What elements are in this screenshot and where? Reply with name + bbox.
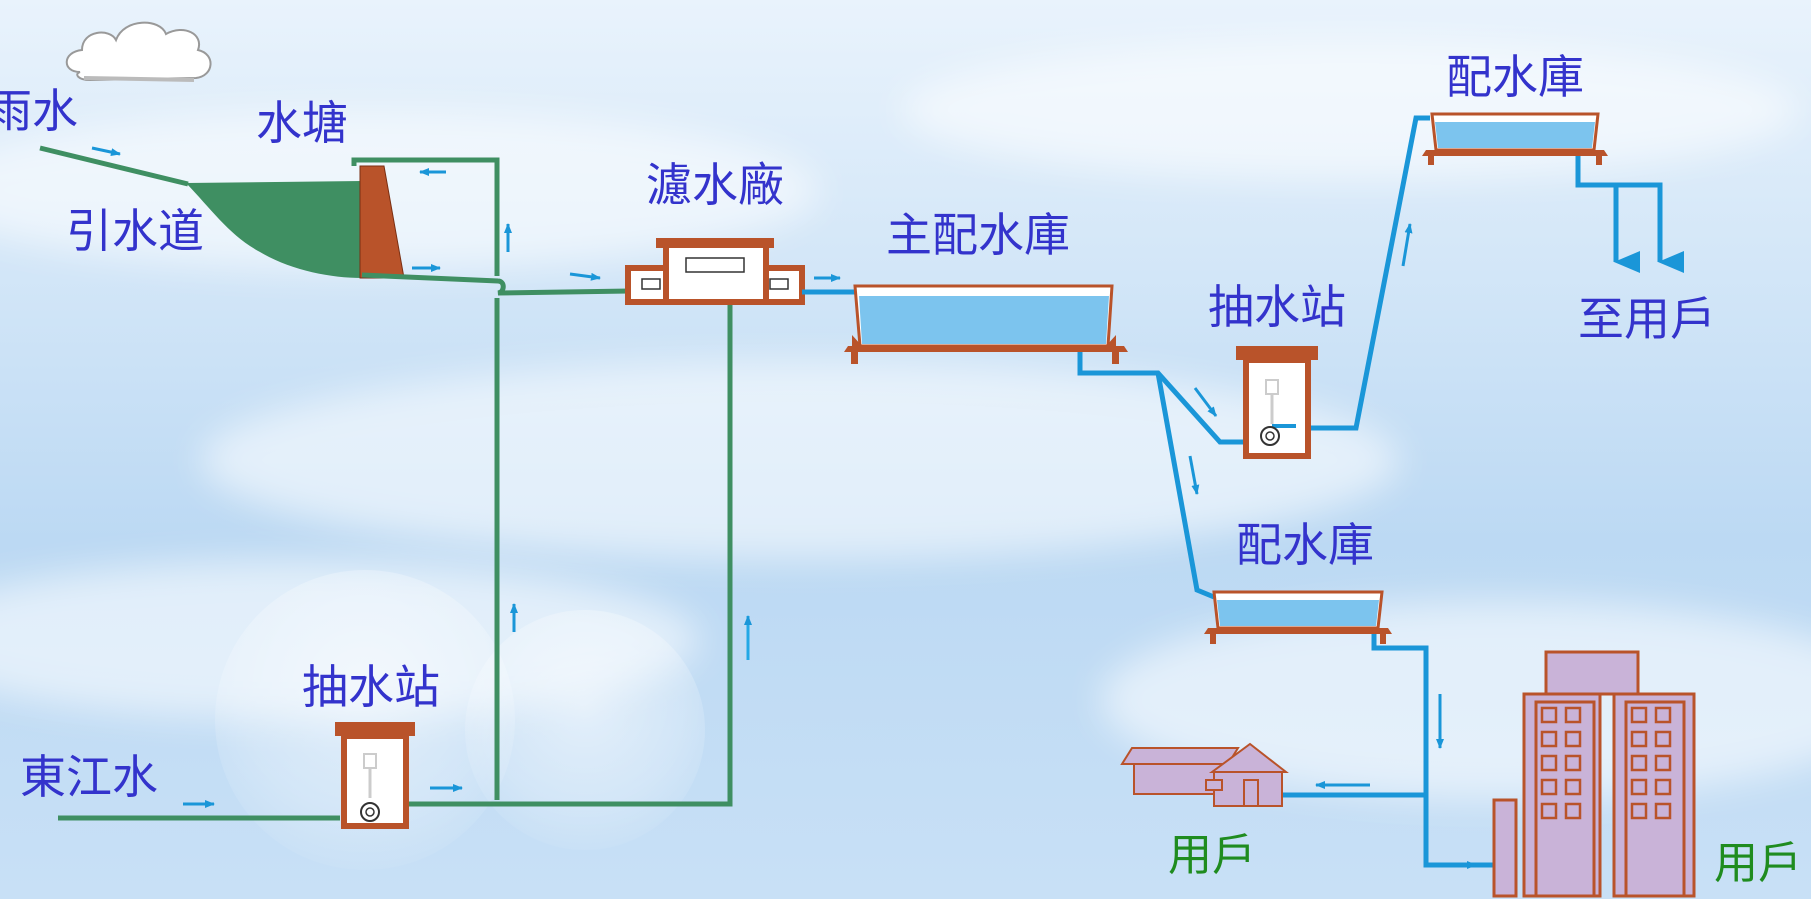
building-window bbox=[1540, 754, 1558, 772]
label-dongjiang-water: 東江水 bbox=[20, 750, 158, 804]
cloud-icon bbox=[65, 21, 212, 82]
label-service-reservoir-mid: 配水庫 bbox=[1236, 518, 1374, 572]
label-user-house: 用戶 bbox=[1168, 830, 1256, 881]
building-window bbox=[1540, 706, 1558, 724]
building-window bbox=[1564, 802, 1582, 820]
building-window bbox=[1564, 706, 1582, 724]
lower-pump-station-icon bbox=[335, 722, 415, 829]
building-window bbox=[1564, 730, 1582, 748]
middle-service-reservoir-icon bbox=[1204, 590, 1392, 644]
building-window bbox=[1564, 778, 1582, 796]
pond bbox=[186, 165, 405, 279]
raw-water-pipes bbox=[39, 145, 733, 821]
label-to-users: 至用戶 bbox=[1578, 292, 1716, 346]
building-window bbox=[1540, 778, 1558, 796]
flow-arrows bbox=[91, 146, 1684, 869]
building-window bbox=[1630, 754, 1648, 772]
building-window bbox=[1564, 754, 1582, 772]
label-user-building: 用戶 bbox=[1714, 838, 1802, 889]
label-service-reservoir-top: 配水庫 bbox=[1446, 50, 1584, 104]
building-window bbox=[1654, 730, 1672, 748]
building-window bbox=[1654, 778, 1672, 796]
upper-pump-station-icon bbox=[1236, 346, 1318, 459]
building-window bbox=[1654, 706, 1672, 724]
decorative-bubbles bbox=[215, 570, 705, 870]
apartment-building-icon bbox=[1492, 650, 1696, 898]
building-window bbox=[1654, 754, 1672, 772]
label-pump-station-lower: 抽水站 bbox=[302, 660, 440, 714]
label-pump-station-upper: 抽水站 bbox=[1208, 280, 1346, 334]
label-pond: 水塘 bbox=[256, 96, 348, 150]
label-main-reservoir: 主配水庫 bbox=[886, 208, 1070, 262]
building-window bbox=[1630, 730, 1648, 748]
building-windows bbox=[1540, 706, 1672, 820]
building-window bbox=[1630, 706, 1648, 724]
building-window bbox=[1540, 802, 1558, 820]
building-window bbox=[1630, 778, 1648, 796]
label-treatment-plant: 濾水廠 bbox=[646, 158, 784, 212]
label-intake-channel: 引水道 bbox=[66, 204, 204, 258]
building-window bbox=[1654, 802, 1672, 820]
building-window bbox=[1540, 730, 1558, 748]
label-rain: 雨水 bbox=[0, 84, 78, 138]
house-icon bbox=[1120, 742, 1289, 807]
top-service-reservoir-icon bbox=[1422, 112, 1608, 165]
treatment-plant-icon bbox=[625, 238, 805, 305]
building-window bbox=[1630, 802, 1648, 820]
main-reservoir-icon bbox=[844, 284, 1128, 364]
